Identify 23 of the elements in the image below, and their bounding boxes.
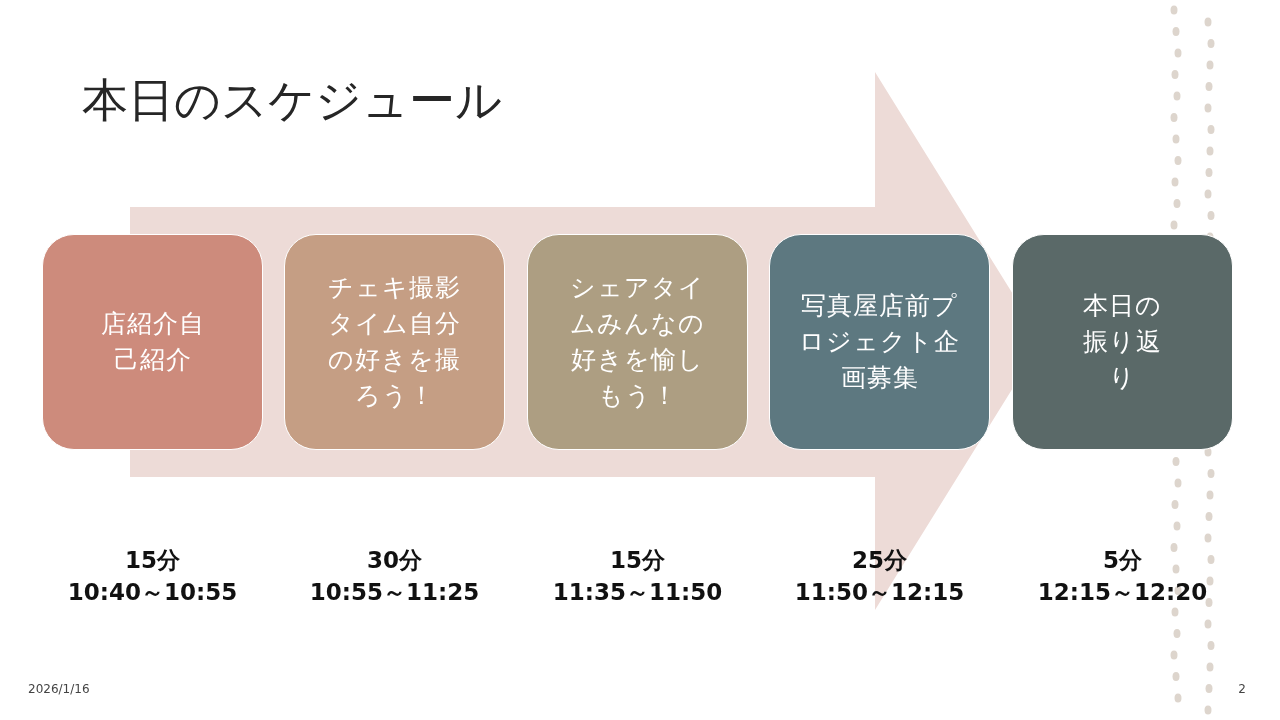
time-range-text: 10:40～10:55 <box>67 578 238 608</box>
time-range-text: 12:15～12:20 <box>1037 578 1208 608</box>
time-range-text: 10:55～11:25 <box>309 578 480 608</box>
slide-title: 本日のスケジュール <box>82 72 502 129</box>
card-text: 本日の振り返り <box>1082 289 1163 395</box>
duration-text: 25分 <box>852 546 907 575</box>
date-text: 2026/1/16 <box>28 682 90 696</box>
schedule-card <box>284 234 505 450</box>
schedule-card <box>769 234 990 450</box>
card-text: 店紹介自己紹介 <box>100 307 205 376</box>
duration-text: 5分 <box>1103 546 1142 575</box>
duration-text: 15分 <box>610 546 665 575</box>
schedule-card <box>1012 234 1233 450</box>
card-text: 写真屋店前プロジェクト企画募集 <box>798 289 961 395</box>
card-text: チェキ撮影タイム自分の好きを撮ろう！ <box>327 271 462 413</box>
page-number: 2 <box>1238 682 1246 696</box>
schedule-card <box>527 234 748 450</box>
time-range-text: 11:50～12:15 <box>794 578 965 608</box>
duration-text: 15分 <box>125 546 180 575</box>
duration-text: 30分 <box>367 546 422 575</box>
time-range-text: 11:35～11:50 <box>552 578 723 608</box>
schedule-card <box>42 234 263 450</box>
card-text: シェアタイムみんなの好きを愉しもう！ <box>569 271 706 413</box>
